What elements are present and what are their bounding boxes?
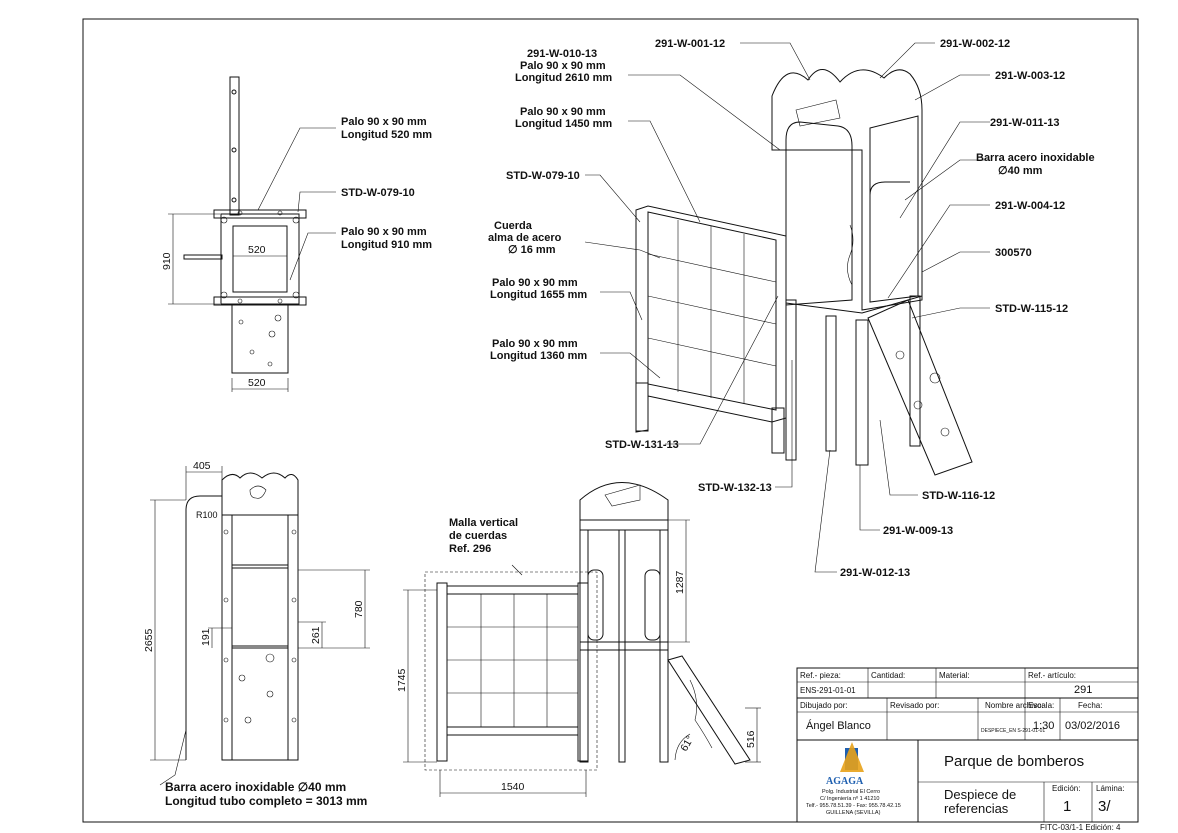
address-l2: C/ Ingeniería nº 1 41210	[820, 795, 880, 802]
dim-910: 910	[161, 252, 173, 270]
callout-palo-910-l1: Palo 90 x 90 mm	[341, 226, 427, 238]
dim-2655: 2655	[143, 628, 155, 652]
dim-r100: R100	[196, 510, 218, 520]
iso-view	[635, 69, 973, 476]
iso-r11: STD-W-132-13	[698, 482, 772, 494]
edicion-value: 1	[1063, 798, 1071, 815]
mesh-note-l1: Malla vertical	[449, 517, 518, 529]
iso-c5-l1: Palo 90 x 90 mm	[492, 338, 578, 350]
iso-c1-l1: Palo 90 x 90 mm	[520, 106, 606, 118]
front-view: 1540 1745 1287 516 61° Malla vertical de…	[396, 482, 761, 797]
iso-c6-l1: STD-W-131-13	[605, 439, 679, 451]
iso-r5: 291-W-004-12	[995, 200, 1065, 212]
iso-c4-l2: Longitud 1655 mm	[490, 289, 587, 301]
iso-leaders	[584, 42, 990, 573]
iso-r4-l2: ∅40 mm	[998, 165, 1043, 177]
iso-r10: 291-W-012-13	[840, 567, 910, 579]
side-note-l1: Barra acero inoxidable ∅40 mm	[165, 780, 346, 794]
footer-code: FITC-03/1-1 Edición: 4	[1040, 823, 1121, 832]
iso-r3: 291-W-011-13	[990, 117, 1060, 129]
iso-r6: 300570	[995, 247, 1032, 259]
nombre-archivo-value: DESPIECE_EN S-291-01-01	[981, 728, 1045, 734]
top-view: 910 520 520 Palo 90 x 90 mm Longitud 520…	[161, 76, 432, 392]
cantidad-label: Cantidad:	[871, 671, 905, 680]
title-block: Ref.- pieza: ENS-291-01-01 Cantidad: Mat…	[796, 667, 1139, 823]
callout-std-079: STD-W-079-10	[341, 187, 415, 199]
nombre-archivo-label: Nombre archivo:	[985, 701, 1044, 710]
iso-r9: 291-W-009-13	[883, 525, 953, 537]
iso-r7: STD-W-115-12	[995, 303, 1068, 315]
dim-angle-61: 61°	[678, 734, 696, 754]
revisado-label: Revisado por:	[890, 701, 939, 710]
iso-c5-l2: Longitud 1360 mm	[490, 350, 587, 362]
dim-1287: 1287	[674, 570, 686, 594]
sheet-border	[82, 18, 1139, 823]
drawing-title: Parque de bomberos	[944, 753, 1084, 770]
address-l3: Telf.- 955.78.51.39 - Fax: 955.78.42.15	[806, 803, 901, 809]
callout-palo-520-l2: Longitud 520 mm	[341, 129, 432, 141]
dim-191: 191	[200, 628, 212, 646]
iso-callouts-right: 291-W-001-12 291-W-002-12 291-W-003-12 2…	[655, 38, 1095, 579]
iso-c0-l3: Longitud 2610 mm	[515, 72, 612, 84]
ref-pieza-label: Ref.- pieza:	[800, 671, 841, 680]
edicion-label: Edición:	[1052, 784, 1080, 793]
drawing-subtitle-l1: Despiece de	[944, 787, 1016, 802]
ref-articulo-value: 291	[1074, 684, 1092, 696]
iso-c0-l2: Palo 90 x 90 mm	[520, 60, 606, 72]
iso-c0-l1: 291-W-010-13	[527, 48, 597, 60]
material-label: Material:	[939, 671, 970, 680]
company-logo: AGAGA	[826, 742, 864, 787]
address-l4: GUILLENA (SEVILLA)	[826, 810, 881, 816]
dim-520-inner: 520	[248, 244, 266, 256]
mesh-note-l3: Ref. 296	[449, 543, 491, 555]
callout-palo-910-l2: Longitud 910 mm	[341, 239, 432, 251]
dim-1540: 1540	[501, 781, 525, 793]
callout-palo-520-l1: Palo 90 x 90 mm	[341, 116, 427, 128]
dim-780: 780	[353, 600, 365, 618]
iso-c1-l2: Longitud 1450 mm	[515, 118, 612, 130]
iso-c4-l1: Palo 90 x 90 mm	[492, 277, 578, 289]
iso-c3-l2: alma de acero	[488, 232, 562, 244]
dibujado-value: Ángel Blanco	[806, 719, 871, 732]
ref-pieza-value: ENS-291-01-01	[800, 686, 856, 695]
ref-articulo-label: Ref.- artículo:	[1028, 671, 1076, 680]
iso-r4-l1: Barra acero inoxidable	[976, 152, 1095, 164]
dim-405: 405	[193, 460, 211, 472]
dim-1745: 1745	[396, 668, 408, 692]
lamina-value: 3/	[1098, 798, 1111, 815]
dim-520-bottom: 520	[248, 377, 266, 389]
dim-516: 516	[745, 730, 757, 748]
dim-261: 261	[310, 626, 322, 644]
logo-text: AGAGA	[826, 776, 864, 787]
iso-r0: 291-W-001-12	[655, 38, 725, 50]
iso-c3-l3: ∅ 16 mm	[508, 244, 556, 256]
iso-callouts-left: 291-W-010-13 Palo 90 x 90 mm Longitud 26…	[488, 48, 679, 451]
lamina-label: Lámina:	[1096, 784, 1124, 793]
fecha-value: 03/02/2016	[1065, 720, 1120, 732]
iso-c2-l1: STD-W-079-10	[506, 170, 580, 182]
dibujado-label: Dibujado por:	[800, 701, 848, 710]
iso-r8: STD-W-116-12	[922, 490, 995, 502]
address-l1: Polg. Industrial El Cerro	[822, 789, 880, 795]
drawing-subtitle-l2: referencias	[944, 801, 1009, 816]
mesh-note-l2: de cuerdas	[449, 530, 507, 542]
iso-r1: 291-W-002-12	[940, 38, 1010, 50]
escala-label: Escala:	[1028, 701, 1054, 710]
side-note-l2: Longitud tubo completo = 3013 mm	[165, 794, 367, 808]
escala-value: 1:30	[1033, 720, 1054, 732]
iso-r2: 291-W-003-12	[995, 70, 1065, 82]
iso-c3-l1: Cuerda	[494, 220, 533, 232]
side-view: 405 R100 2655 780 261 191 Barra acero in…	[143, 460, 370, 808]
fecha-label: Fecha:	[1078, 701, 1102, 710]
